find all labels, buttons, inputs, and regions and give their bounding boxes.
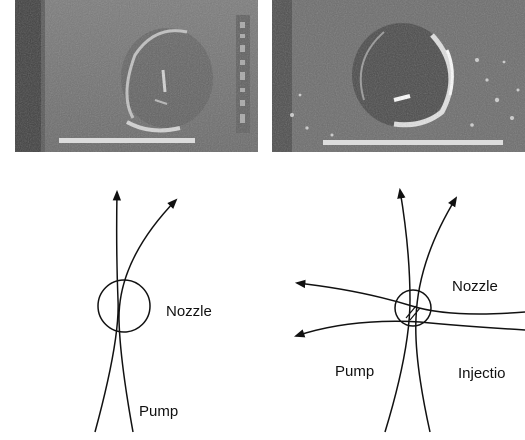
right-flow-line-2	[416, 198, 456, 432]
right-flow-line-4	[296, 321, 525, 336]
micrograph-right	[272, 0, 525, 152]
right-injection-label: Injectio	[458, 365, 506, 382]
left-nozzle-circle	[98, 280, 150, 332]
scale-bar-left	[59, 138, 195, 143]
micrograph-left	[15, 0, 258, 152]
right-nozzle-label: Nozzle	[452, 278, 498, 295]
micrograph-right-image	[272, 0, 525, 152]
flow-diagrams: Nozzle Pump Nozzle Pump Injectio	[0, 160, 525, 440]
left-nozzle-label: Nozzle	[166, 303, 212, 320]
micrograph-left-image	[15, 0, 258, 152]
left-flow-diagram	[95, 192, 176, 432]
scale-bar-right	[323, 140, 503, 145]
right-flow-line-1	[385, 190, 410, 432]
right-nozzle-circle	[395, 290, 431, 326]
left-pump-label: Pump	[139, 403, 178, 420]
right-flow-diagram	[296, 190, 525, 432]
right-pump-label: Pump	[335, 363, 374, 380]
